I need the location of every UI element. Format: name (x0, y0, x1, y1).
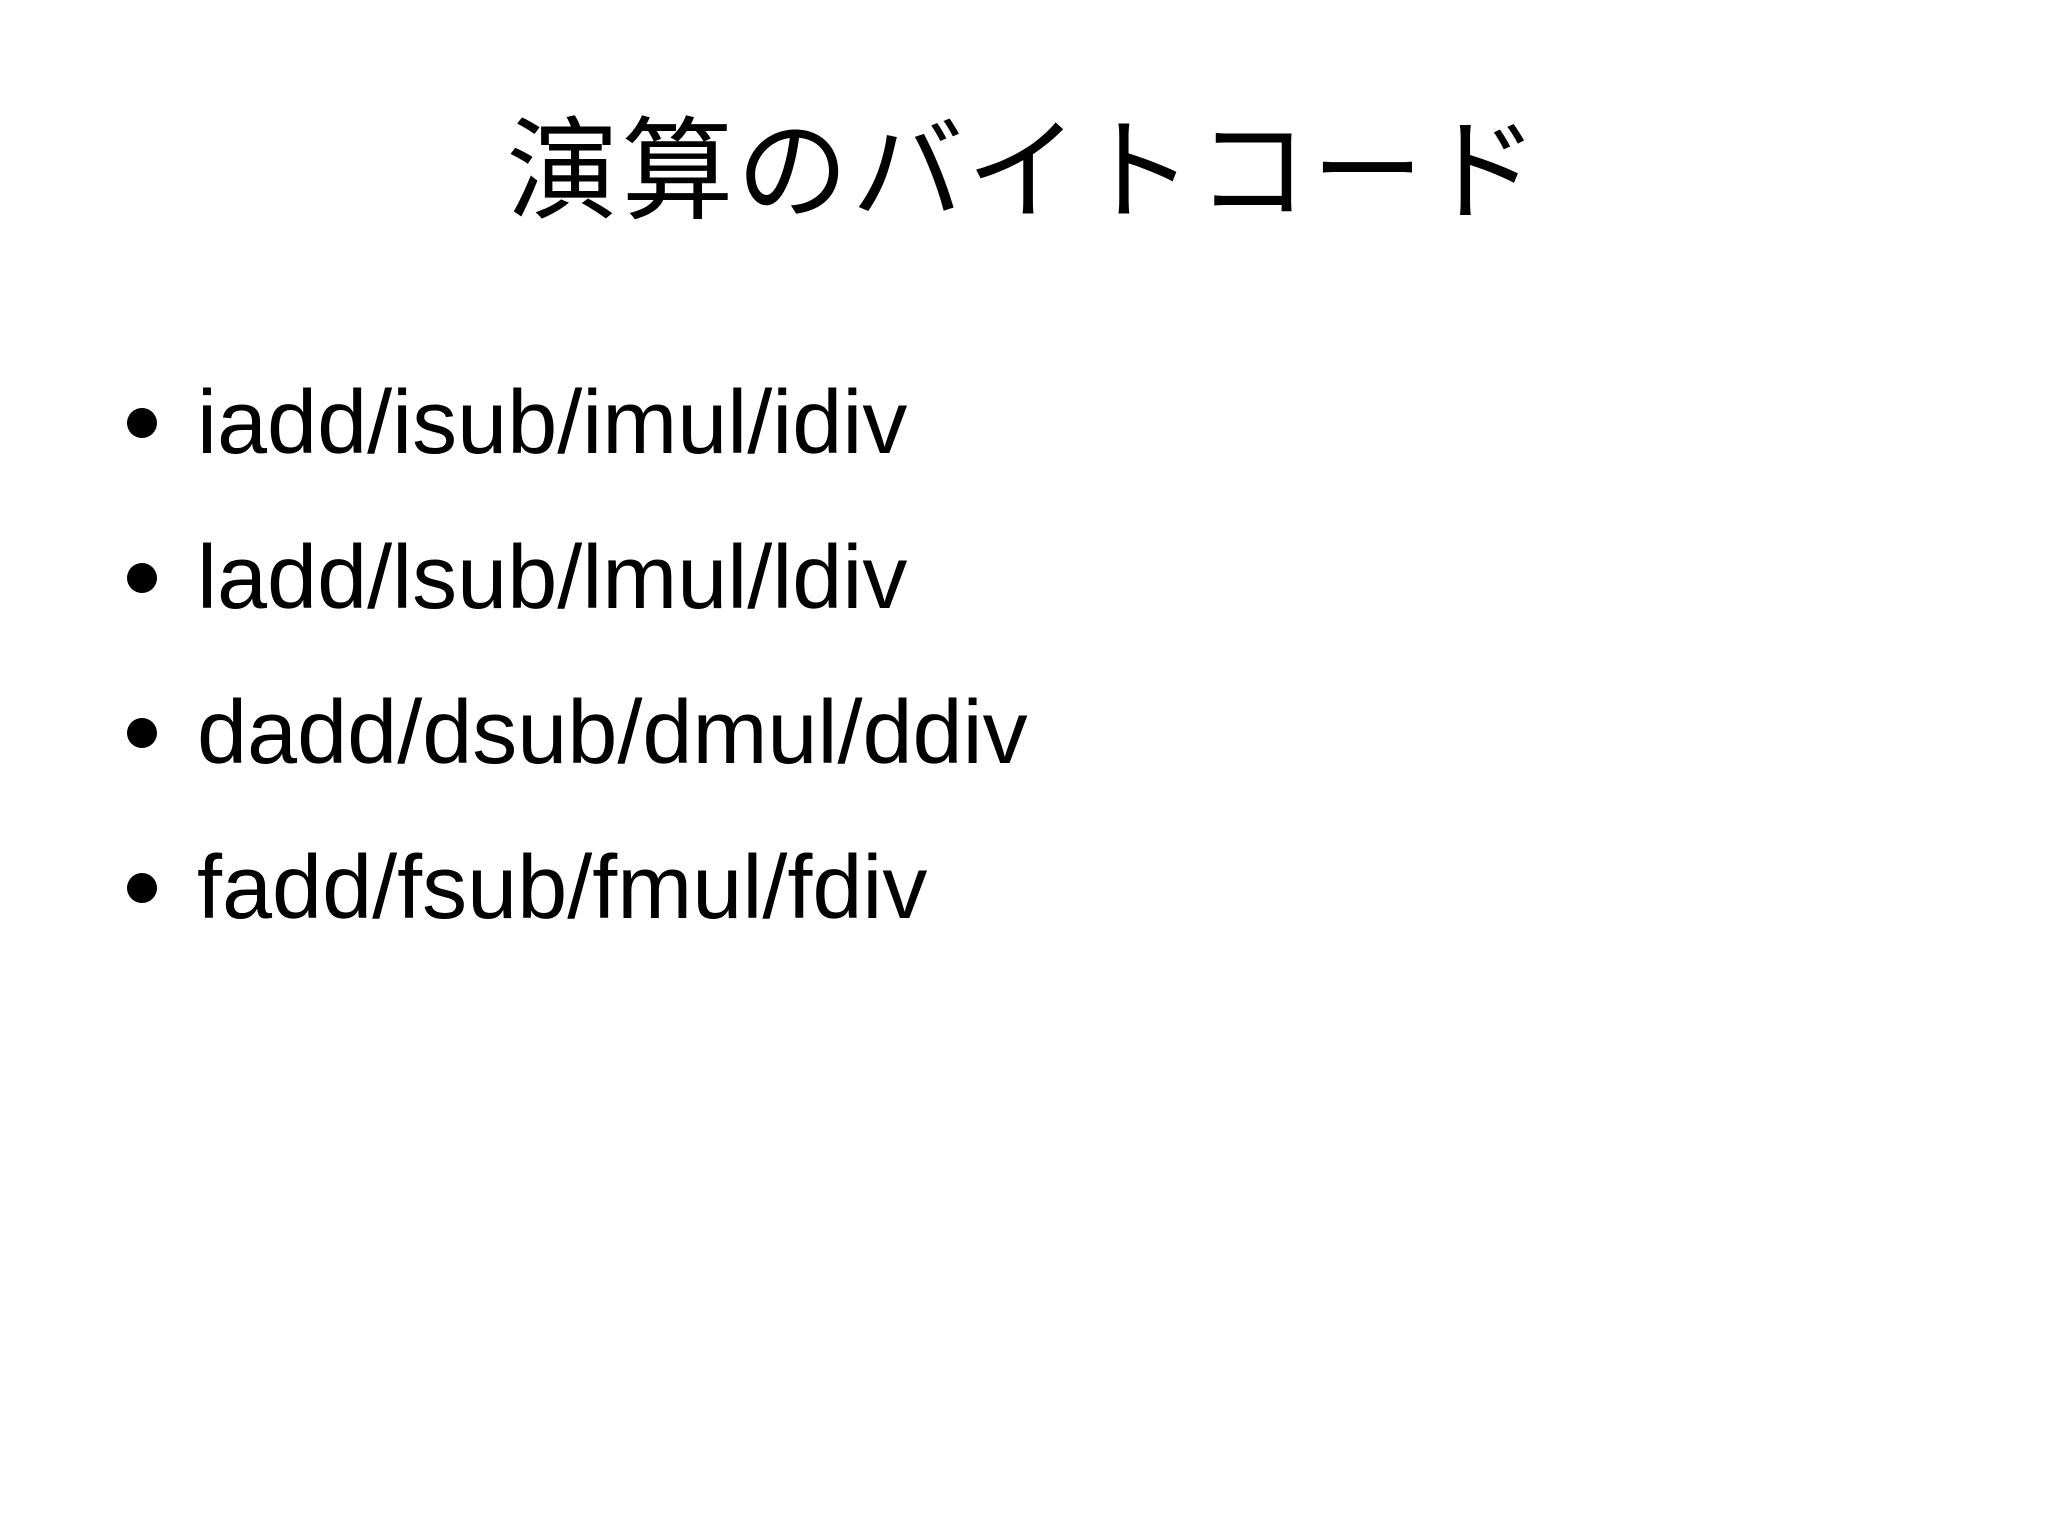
bullet-item: iadd/isub/imul/idiv (115, 373, 1028, 473)
bullet-item: ladd/lsub/lmul/ldiv (115, 528, 1028, 628)
bullet-label: ladd/lsub/lmul/ldiv (197, 528, 908, 628)
bullet-dot-icon (127, 718, 157, 748)
bullet-label: dadd/dsub/dmul/ddiv (197, 683, 1028, 783)
bullet-dot-icon (127, 408, 157, 438)
bullet-list: iadd/isub/imul/idiv ladd/lsub/lmul/ldiv … (115, 373, 1028, 993)
bullet-item: fadd/fsub/fmul/fdiv (115, 838, 1028, 938)
bullet-label: fadd/fsub/fmul/fdiv (197, 838, 928, 938)
slide-title: 演算のバイトコード (506, 109, 1542, 234)
bullet-label: iadd/isub/imul/idiv (197, 373, 908, 473)
bullet-dot-icon (127, 563, 157, 593)
bullet-dot-icon (127, 873, 157, 903)
bullet-item: dadd/dsub/dmul/ddiv (115, 683, 1028, 783)
